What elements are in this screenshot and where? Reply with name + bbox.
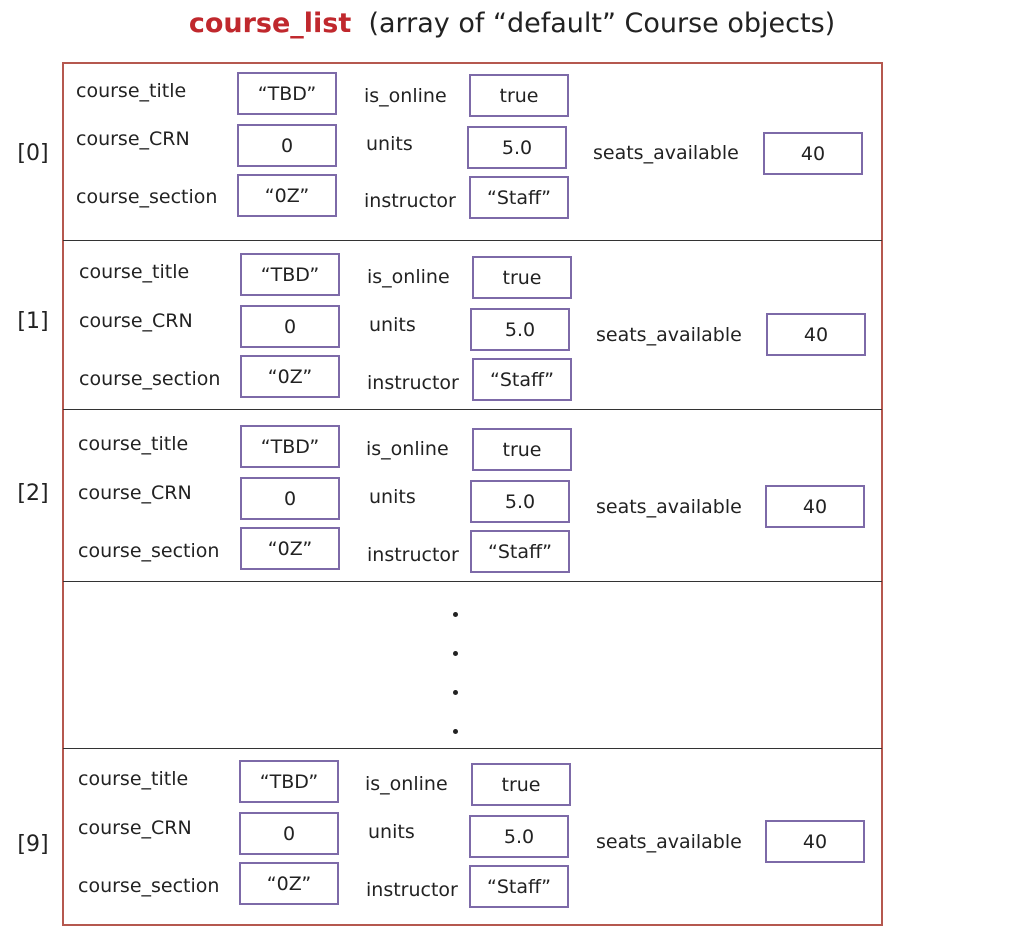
course-title-label: course_title	[78, 768, 189, 790]
instructor-value: “Staff”	[469, 176, 569, 219]
units-label: units	[368, 821, 415, 843]
course-title-label: course_title	[78, 433, 189, 455]
course-section-value: “0Z”	[240, 355, 340, 398]
row-divider	[63, 748, 882, 749]
course-crn-value: 0	[239, 812, 339, 855]
ellipsis-dot	[453, 612, 458, 617]
row-index: [1]	[17, 309, 49, 334]
course-title-value: “TBD”	[237, 72, 337, 115]
course-section-value: “0Z”	[240, 527, 340, 570]
course-section-label: course_section	[78, 875, 220, 897]
row-index: [0]	[17, 141, 49, 166]
is-online-label: is_online	[364, 85, 447, 107]
is-online-value: true	[471, 763, 571, 806]
ellipsis-dot	[453, 651, 458, 656]
course-crn-value: 0	[240, 477, 340, 520]
instructor-label: instructor	[367, 372, 459, 394]
is-online-label: is_online	[367, 266, 450, 288]
course-crn-label: course_CRN	[79, 310, 193, 332]
course-crn-value: 0	[237, 124, 337, 167]
row-divider	[63, 581, 882, 582]
units-value: 5.0	[467, 126, 567, 169]
course-section-label: course_section	[79, 368, 221, 390]
units-value: 5.0	[469, 815, 569, 858]
course-title-value: “TBD”	[240, 253, 340, 296]
instructor-label: instructor	[367, 544, 459, 566]
ellipsis-dot	[453, 729, 458, 734]
ellipsis-dot	[453, 690, 458, 695]
seats-available-label: seats_available	[593, 142, 739, 164]
units-label: units	[369, 314, 416, 336]
course-title-label: course_title	[79, 261, 190, 283]
diagram-title: course_list (array of “default” Course o…	[0, 8, 1024, 39]
row-divider	[63, 240, 882, 241]
course-crn-value: 0	[240, 305, 340, 348]
is-online-value: true	[472, 256, 572, 299]
row-index: [9]	[17, 832, 49, 857]
course-crn-label: course_CRN	[78, 482, 192, 504]
seats-available-label: seats_available	[596, 496, 742, 518]
course-crn-label: course_CRN	[78, 817, 192, 839]
course-title-value: “TBD”	[239, 760, 339, 803]
units-label: units	[369, 486, 416, 508]
is-online-value: true	[469, 74, 569, 117]
row-index: [2]	[17, 481, 49, 506]
seats-available-value: 40	[766, 313, 866, 356]
is-online-label: is_online	[366, 438, 449, 460]
instructor-label: instructor	[366, 879, 458, 901]
seats-available-label: seats_available	[596, 324, 742, 346]
units-value: 5.0	[470, 308, 570, 351]
seats-available-value: 40	[765, 820, 865, 863]
units-value: 5.0	[470, 480, 570, 523]
seats-available-value: 40	[765, 485, 865, 528]
units-label: units	[366, 133, 413, 155]
is-online-value: true	[472, 428, 572, 471]
course-title-value: “TBD”	[240, 425, 340, 468]
seats-available-label: seats_available	[596, 831, 742, 853]
course-crn-label: course_CRN	[76, 128, 190, 150]
instructor-value: “Staff”	[469, 865, 569, 908]
instructor-value: “Staff”	[470, 530, 570, 573]
seats-available-value: 40	[763, 132, 863, 175]
array-container	[62, 62, 883, 926]
array-name: course_list	[188, 8, 352, 39]
course-section-value: “0Z”	[237, 174, 337, 217]
array-description: (array of “default” Course objects)	[368, 8, 836, 39]
course-section-value: “0Z”	[239, 862, 339, 905]
course-section-label: course_section	[78, 540, 220, 562]
course-title-label: course_title	[76, 80, 187, 102]
instructor-label: instructor	[364, 190, 456, 212]
course-section-label: course_section	[76, 186, 218, 208]
instructor-value: “Staff”	[472, 358, 572, 401]
row-divider	[63, 409, 882, 410]
is-online-label: is_online	[365, 773, 448, 795]
